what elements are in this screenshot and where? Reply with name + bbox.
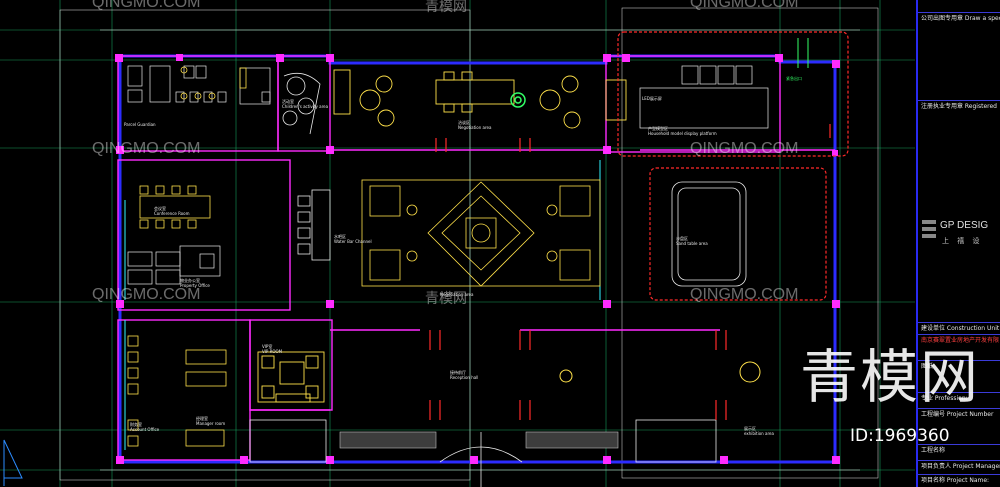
title-block-row: 工程编号 Project Number [918,408,1000,418]
lower-office-furniture [127,335,227,447]
title-block: 公司出图专用章 Draw a special 注册执业专用章 Registere… [916,0,1000,487]
room-label: 紧急出口 [786,75,802,81]
green-plant [510,92,526,108]
title-block-row: 图纸 [918,360,1000,370]
conference-table [139,185,211,229]
title-block-row: 建设单位 Construction Unit [918,322,1000,332]
central-lounge [361,179,601,287]
title-block-row: 注册执业专用章 Registered [918,100,1000,110]
red-brackets [429,124,831,420]
company-logo: GP DESIG 上 禧 设 [920,214,1000,254]
north-arrow-icon [3,439,23,486]
title-block-row: 工程名称 [918,444,1000,454]
room-label: LED展示屏 [642,95,662,101]
vip-room-furniture [257,351,325,403]
feature-walls [339,431,619,449]
red-highlight-zones [617,31,849,301]
title-block-row: 南京赛翠置业房地产开发有限 [918,334,1000,344]
sand-table-model [671,181,747,287]
title-block-row: 公司出图专用章 Draw a special [918,12,1000,22]
room-label: Parcel Guardian [124,122,156,127]
columns [115,54,840,464]
childrens-area [282,72,321,135]
logo-mark-icon [922,220,936,238]
entrance-doors [249,419,717,487]
exit-marker [797,38,809,68]
title-block-row: 项目名称 Project Name: [918,474,1000,484]
office-desks [127,245,221,285]
logo-name: GP DESIG [940,220,989,231]
reception-plants [559,361,761,383]
led-display-units [639,65,769,129]
watermark-large: 青模网 [800,343,981,411]
dimension-frames [59,7,879,481]
negotiation-furniture [333,69,627,129]
title-block-row: 项目负责人 Project Manager [918,460,1000,470]
title-block-row: 专业 Profession: [918,392,1000,402]
room-label: Negotiation area [440,292,474,297]
watermark-id: ID:1969360 [850,426,950,446]
water-bar-counter [297,189,331,261]
restroom-fixtures-yellow [180,66,247,100]
logo-subtitle: 上 禧 设 [942,237,983,245]
